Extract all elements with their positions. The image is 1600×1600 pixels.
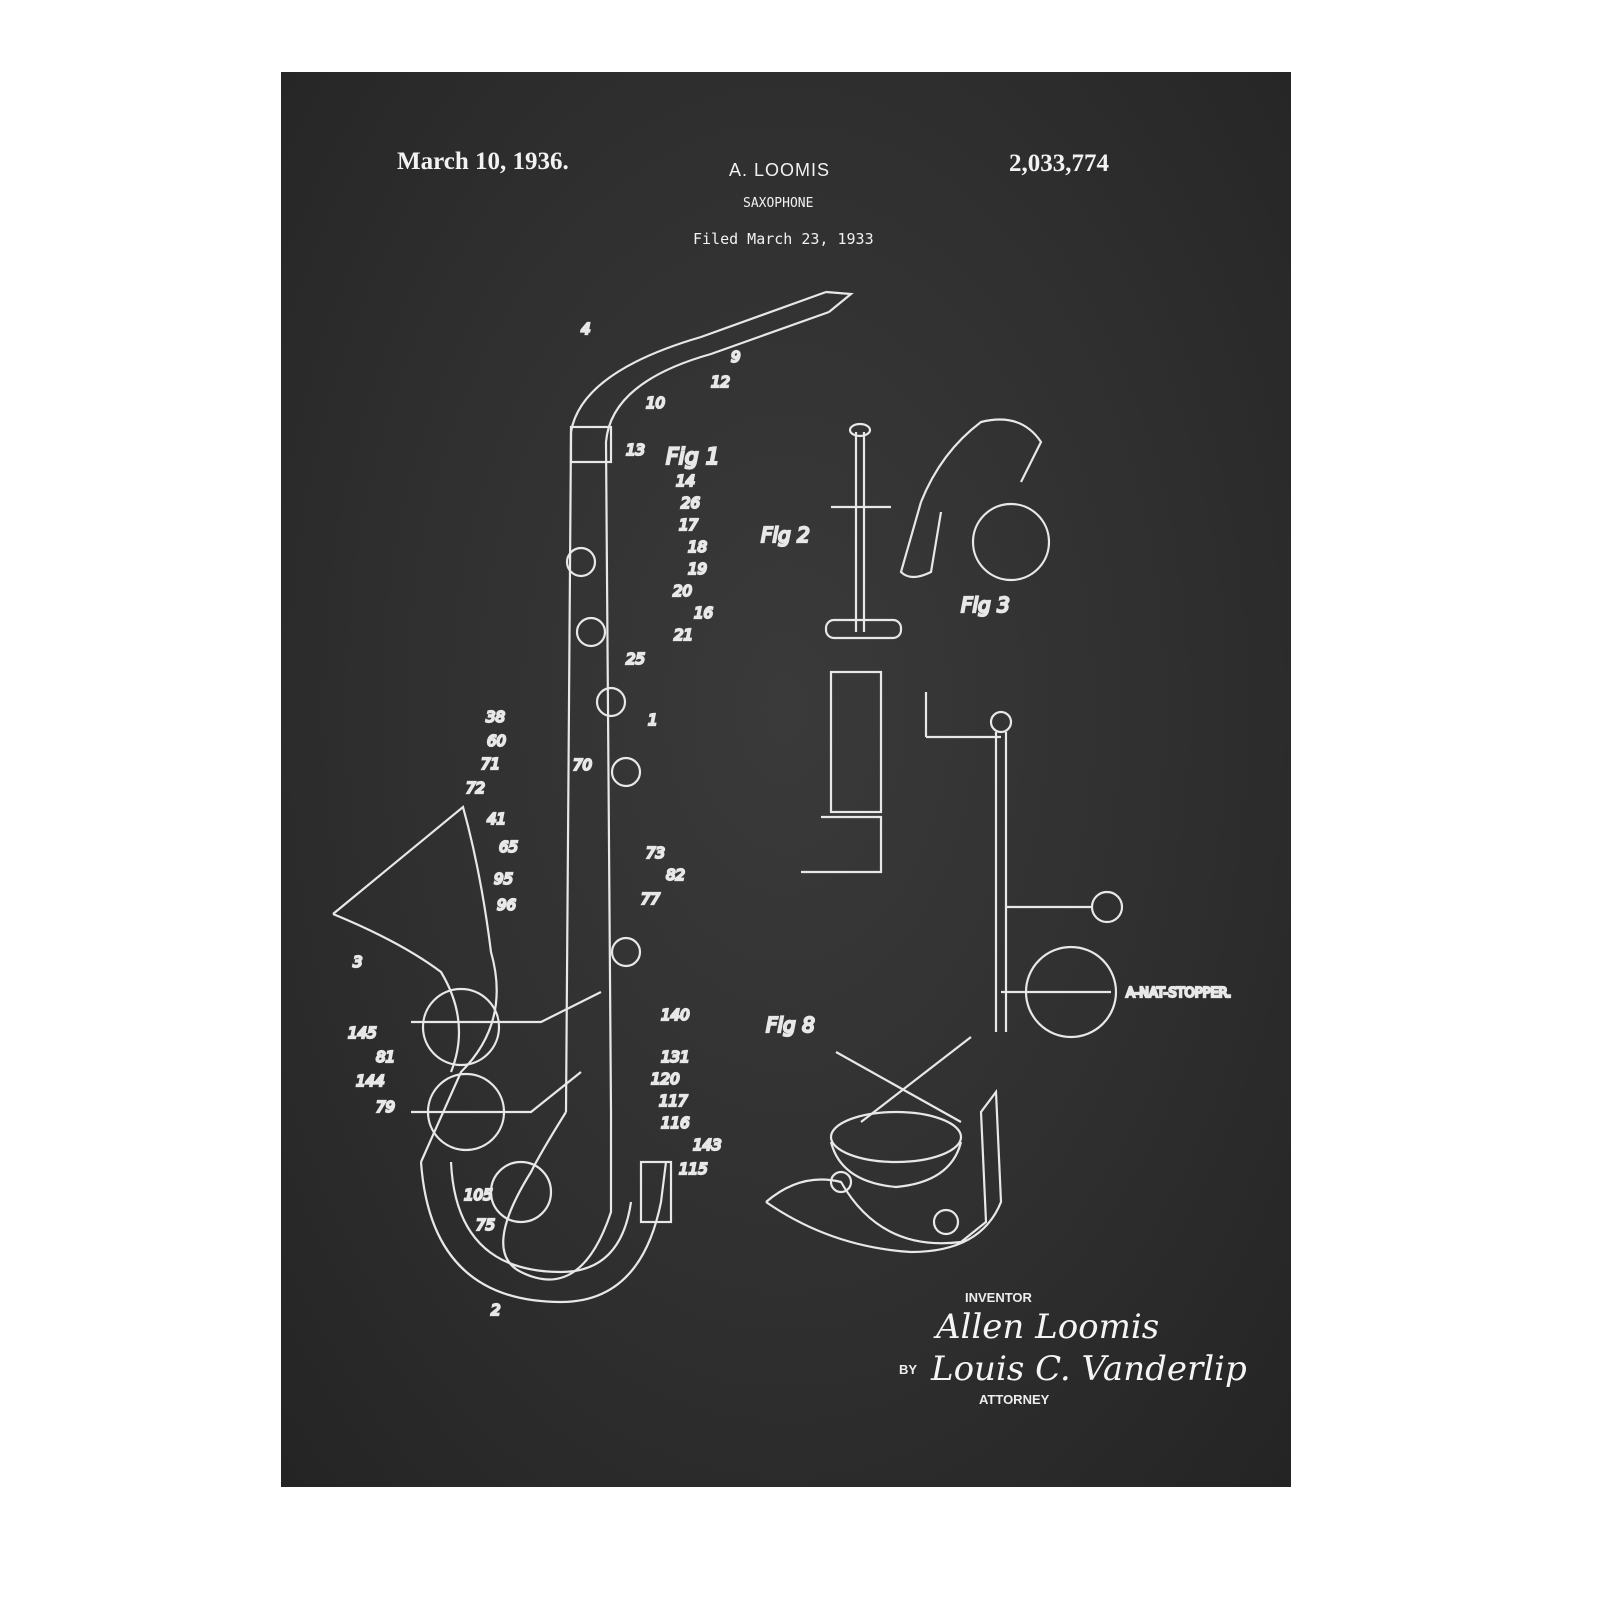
attorney-signature: Louis C. Vanderlip	[931, 1349, 1247, 1389]
inventor-signature: Allen Loomis	[936, 1307, 1160, 1347]
numeral: 4	[581, 320, 591, 338]
numeral: 12	[711, 373, 730, 391]
numeral: 72	[466, 779, 485, 797]
numeral: 75	[476, 1216, 495, 1234]
numeral: 120	[651, 1070, 680, 1088]
fig2-label: Fig 2	[761, 523, 810, 547]
numeral: 9	[731, 348, 741, 366]
numeral: 14	[676, 472, 695, 490]
numeral: 105	[464, 1186, 493, 1204]
filed-date: Filed March 23, 1933	[693, 230, 874, 248]
numeral: 65	[499, 838, 518, 856]
inventor-label: INVENTOR	[965, 1290, 1032, 1305]
numeral: 140	[661, 1006, 690, 1024]
numeral: 41	[487, 810, 506, 828]
numeral: 73	[646, 844, 665, 862]
numeral: 77	[641, 890, 661, 908]
numeral: 21	[674, 626, 693, 644]
fig1-label: Fig 1	[666, 445, 720, 470]
numeral: 2	[491, 1301, 501, 1319]
numeral: 19	[688, 560, 707, 578]
numeral: 20	[673, 582, 692, 600]
fig3-drawing	[899, 418, 1051, 582]
numeral: 81	[376, 1048, 395, 1066]
numeral: 18	[688, 538, 707, 556]
numeral: 95	[494, 870, 513, 888]
numeral: 13	[626, 441, 645, 459]
numeral: 38	[486, 708, 505, 726]
numeral: 1	[648, 711, 658, 729]
numeral: 17	[679, 516, 699, 534]
stopper-label: A-NAT-STOPPER.	[1126, 986, 1231, 1001]
numeral: 145	[348, 1024, 377, 1042]
numeral: 60	[487, 732, 506, 750]
numeral: 26	[681, 494, 700, 512]
numeral: 116	[661, 1114, 690, 1132]
fig8-label: Fig 8	[766, 1013, 815, 1037]
numeral: 82	[666, 866, 685, 884]
attorney-label: ATTORNEY	[979, 1392, 1050, 1407]
numeral: 115	[679, 1160, 708, 1178]
saxophone-drawing: 4 9 12 10 13 14 26 17 18 19 20 16 21 25 …	[332, 290, 1232, 1320]
numeral: 117	[659, 1092, 688, 1110]
fig2-drawing	[801, 422, 1124, 1039]
numeral: 96	[497, 896, 516, 914]
saxophone-figure	[332, 290, 854, 1304]
patent-poster: March 10, 1936. A. LOOMIS 2,033,774 SAXO…	[281, 72, 1291, 1487]
by-label: BY	[899, 1362, 918, 1377]
numeral: 143	[693, 1136, 722, 1154]
patent-title: SAXOPHONE	[743, 196, 814, 211]
numeral: 131	[661, 1048, 690, 1066]
numeral: 10	[646, 394, 665, 412]
numeral: 70	[573, 756, 592, 774]
fig8-drawing	[765, 1036, 1003, 1254]
patent-date: March 10, 1936.	[397, 148, 569, 175]
inventor-header: A. LOOMIS	[729, 160, 831, 180]
numeral: 71	[481, 755, 500, 773]
fig3-label: Fig 3	[961, 593, 1010, 617]
numeral: 79	[376, 1098, 395, 1116]
numeral: 16	[694, 604, 713, 622]
numeral: 25	[626, 650, 645, 668]
numeral: 144	[356, 1072, 385, 1090]
numeral: 3	[353, 953, 363, 971]
patent-number: 2,033,774	[1009, 150, 1109, 177]
